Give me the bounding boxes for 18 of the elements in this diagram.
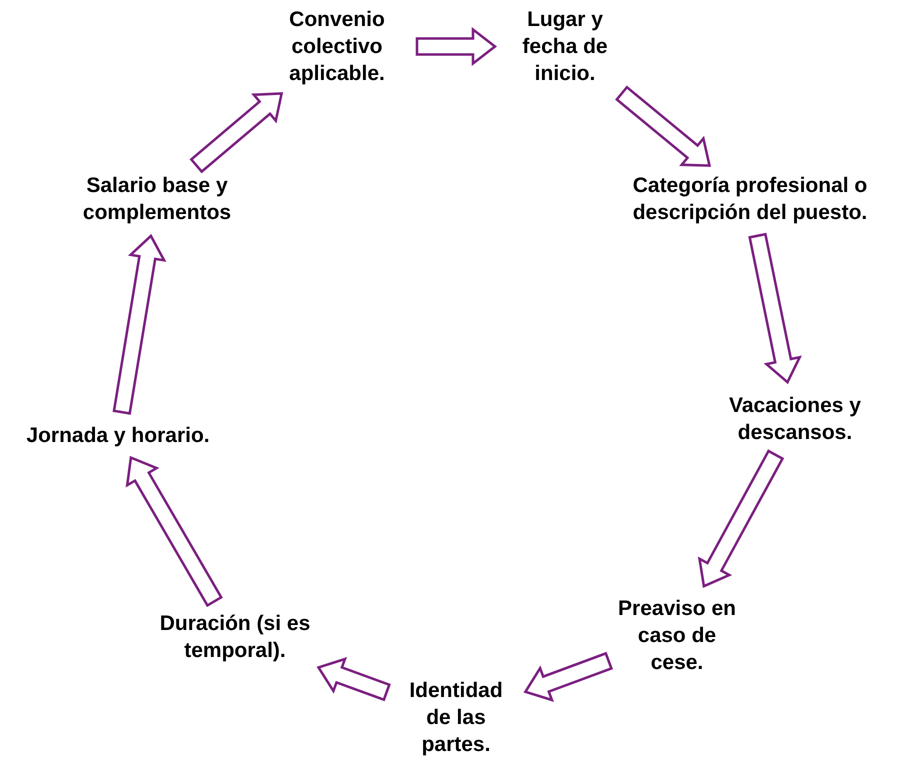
- step-label: Salario base y complementos: [57, 172, 257, 226]
- block-arrow: [748, 232, 802, 384]
- step-label: Duración (si es temporal).: [152, 610, 318, 664]
- step-label: Convenio colectivo aplicable.: [267, 6, 407, 87]
- step-label: Lugar y fecha de inicio.: [505, 6, 625, 87]
- step-label: Categoría profesional o descripción del puesto.: [603, 172, 897, 226]
- block-arrow: [126, 456, 223, 608]
- block-arrow: [523, 652, 613, 702]
- block-arrow: [698, 449, 784, 588]
- block-arrow: [615, 85, 712, 167]
- step-label: Identidad de las partes.: [396, 677, 516, 758]
- block-arrow: [416, 26, 498, 66]
- block-arrow: [316, 657, 391, 702]
- step-label: Jornada y horario.: [4, 422, 232, 449]
- step-label: Vacaciones y descansos.: [728, 392, 862, 446]
- step-label: Preaviso en caso de cese.: [618, 595, 736, 676]
- block-arrow: [190, 92, 284, 174]
- block-arrow: [112, 234, 166, 415]
